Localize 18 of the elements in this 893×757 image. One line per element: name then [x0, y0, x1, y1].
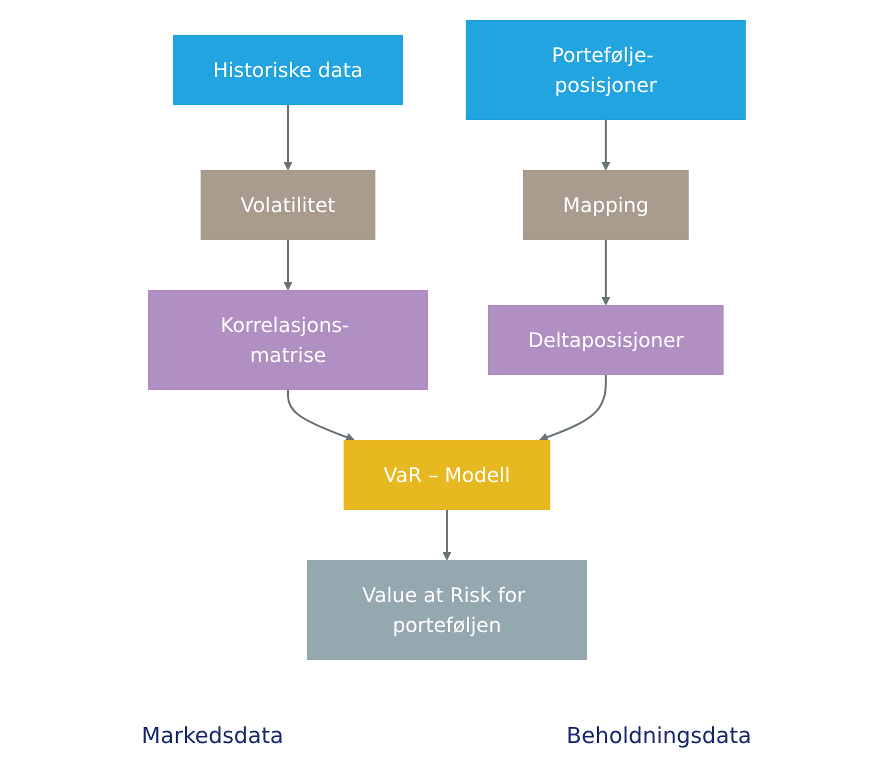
- arrow: [601, 120, 610, 170]
- node-box: [343, 440, 550, 510]
- node-box: [172, 35, 403, 105]
- group-label: Beholdningsdata: [566, 724, 752, 749]
- node-box: [488, 305, 724, 375]
- node-box: [522, 170, 688, 240]
- arrow: [283, 240, 292, 290]
- group-label: Markedsdata: [141, 724, 284, 749]
- arrow: [538, 375, 606, 442]
- arrow: [601, 240, 610, 306]
- arrow: [286, 390, 354, 442]
- node-box: [148, 290, 428, 390]
- node-box: [465, 20, 746, 120]
- flowchart-drawing: Historiske data Volatilitet Korrelasjons- matrise VaR – Modell Portefølje- posisjoner Mapping Deltaposisjoner Value at Risk for porteføljen: [140, 0, 754, 680]
- node-box: [306, 560, 586, 660]
- arrow: [442, 510, 451, 560]
- node-box: [200, 170, 375, 240]
- arrow: [283, 105, 292, 170]
